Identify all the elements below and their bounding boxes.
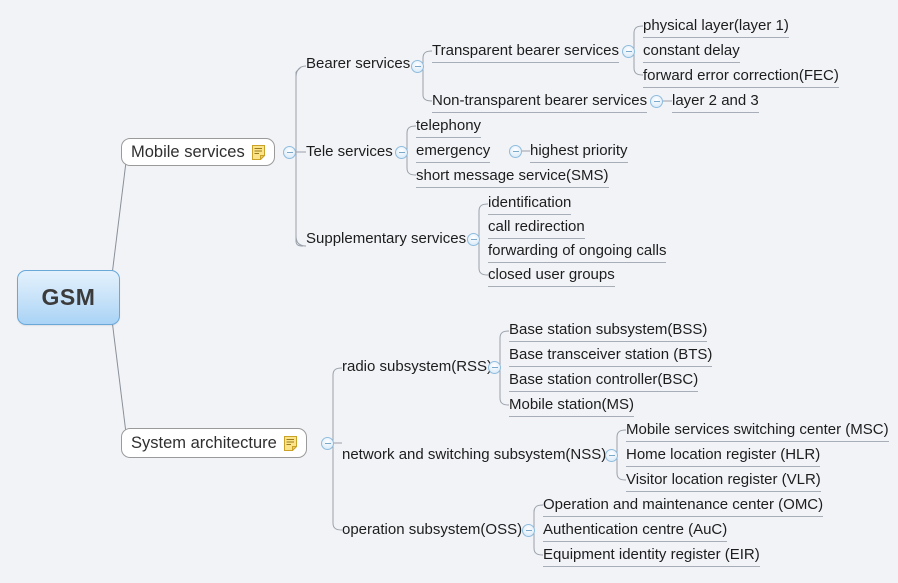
node-label: call redirection — [488, 218, 585, 235]
node-label: Base station subsystem(BSS) — [509, 321, 708, 338]
node-transparent-bearer-services[interactable]: Transparent bearer services — [432, 42, 620, 63]
connector-root-to-system-architecture — [111, 319, 127, 434]
node-label: Transparent bearer services — [432, 42, 620, 59]
node-constant-delay[interactable]: constant delay — [643, 43, 740, 63]
node-identification[interactable]: identification — [488, 194, 572, 215]
node-label: Authentication centre (AuC) — [543, 521, 728, 538]
note-icon — [283, 435, 297, 451]
node-bearer-services[interactable]: Bearer services — [306, 56, 410, 75]
node-operation-and-maintenance-center[interactable]: Operation and maintenance center (OMC) — [543, 496, 824, 517]
node-label: forwarding of ongoing calls — [488, 242, 667, 259]
node-physical-layer[interactable]: physical layer(layer 1) — [643, 18, 789, 38]
node-non-transparent-bearer-services[interactable]: Non-transparent bearer services — [432, 92, 648, 113]
toggle-network-switching-subsystem[interactable] — [605, 449, 618, 462]
toggle-supplementary-services[interactable] — [467, 233, 480, 246]
node-label: Home location register (HLR) — [626, 446, 821, 463]
node-label: layer 2 and 3 — [672, 92, 759, 109]
connector-root-to-mobile-services — [111, 161, 127, 276]
connector-spine-rss — [499, 330, 510, 406]
node-label: short message service(SMS) — [416, 167, 609, 184]
node-label: constant delay — [643, 42, 740, 59]
node-operation-subsystem[interactable]: operation subsystem(OSS) — [342, 522, 522, 541]
node-network-switching-subsystem[interactable]: network and switching subsystem(NSS) — [342, 447, 606, 466]
node-label: Supplementary services — [306, 230, 467, 247]
toggle-tele-services[interactable] — [395, 146, 408, 159]
node-label: Base transceiver station (BTS) — [509, 346, 713, 363]
node-home-location-register[interactable]: Home location register (HLR) — [626, 446, 821, 467]
connector-spine-bearer-services — [422, 50, 433, 102]
connector-spine-supplementary — [478, 203, 489, 276]
node-label: Non-transparent bearer services — [432, 92, 648, 109]
node-label: Mobile services switching center (MSC) — [626, 421, 889, 438]
node-closed-user-groups[interactable]: closed user groups — [488, 267, 615, 287]
connector-spine-tele-services — [406, 125, 417, 176]
node-label: radio subsystem(RSS) — [342, 358, 493, 375]
node-tele-services[interactable]: Tele services — [306, 144, 393, 163]
branch-node-system-architecture[interactable]: System architecture — [121, 428, 307, 458]
node-visitor-location-register[interactable]: Visitor location register (VLR) — [626, 472, 821, 492]
node-label: emergency — [416, 142, 491, 159]
toggle-operation-subsystem[interactable] — [522, 524, 535, 537]
node-label: Equipment identity register (EIR) — [543, 546, 760, 563]
node-label: closed user groups — [488, 266, 615, 283]
node-base-transceiver-station[interactable]: Base transceiver station (BTS) — [509, 346, 713, 367]
connector-spine-system-architecture — [332, 367, 343, 531]
toggle-bearer-services[interactable] — [411, 60, 424, 73]
node-mobile-services-switching-center[interactable]: Mobile services switching center (MSC) — [626, 422, 889, 442]
node-emergency[interactable]: emergency — [416, 142, 491, 163]
node-label: network and switching subsystem(NSS) — [342, 446, 607, 463]
node-label: Visitor location register (VLR) — [626, 471, 821, 488]
node-label: identification — [488, 194, 572, 211]
node-layer-2-and-3[interactable]: layer 2 and 3 — [672, 93, 759, 113]
branch-node-mobile-services[interactable]: Mobile services — [121, 138, 275, 166]
connector-spine-nss — [616, 429, 627, 481]
node-label: highest priority — [530, 142, 628, 159]
node-short-message-service[interactable]: short message service(SMS) — [416, 168, 609, 188]
node-highest-priority[interactable]: highest priority — [530, 143, 628, 163]
node-radio-subsystem[interactable]: radio subsystem(RSS) — [342, 359, 492, 378]
node-authentication-centre[interactable]: Authentication centre (AuC) — [543, 521, 728, 542]
node-base-station-controller[interactable]: Base station controller(BSC) — [509, 371, 699, 392]
node-label: forward error correction(FEC) — [643, 67, 839, 84]
toggle-non-transparent-bearer-services[interactable] — [650, 95, 663, 108]
toggle-radio-subsystem[interactable] — [488, 361, 501, 374]
node-label: Mobile station(MS) — [509, 396, 635, 413]
root-node-label: GSM — [41, 284, 96, 310]
note-icon — [251, 144, 265, 160]
node-label: telephony — [416, 117, 482, 134]
node-label: physical layer(layer 1) — [643, 17, 789, 34]
node-forwarding-of-ongoing-calls[interactable]: forwarding of ongoing calls — [488, 242, 667, 263]
root-node-gsm[interactable]: GSM — [17, 270, 120, 325]
node-mobile-station[interactable]: Mobile station(MS) — [509, 396, 635, 417]
toggle-system-architecture[interactable] — [321, 437, 334, 450]
node-telephony[interactable]: telephony — [416, 117, 482, 138]
toggle-transparent-bearer-services[interactable] — [622, 45, 635, 58]
connector-spine-mobile-services — [295, 66, 304, 247]
connector-corner-supplementary — [295, 235, 307, 247]
toggle-mobile-services[interactable] — [283, 146, 296, 159]
node-label: Tele services — [306, 143, 393, 160]
connector-spine-transparent — [633, 25, 644, 76]
node-forward-error-correction[interactable]: forward error correction(FEC) — [643, 68, 839, 88]
toggle-emergency[interactable] — [509, 145, 522, 158]
node-label: operation subsystem(OSS) — [342, 521, 523, 538]
connector-corner-bearer — [295, 65, 307, 78]
node-label: Operation and maintenance center (OMC) — [543, 496, 824, 513]
branch-label-system-architecture: System architecture — [131, 433, 277, 452]
node-call-redirection[interactable]: call redirection — [488, 219, 585, 239]
branch-label-mobile-services: Mobile services — [131, 142, 245, 161]
node-base-station-subsystem[interactable]: Base station subsystem(BSS) — [509, 321, 708, 342]
node-equipment-identity-register[interactable]: Equipment identity register (EIR) — [543, 547, 760, 567]
connector-spine-oss — [533, 504, 544, 556]
node-label: Bearer services — [306, 55, 411, 72]
node-label: Base station controller(BSC) — [509, 371, 699, 388]
node-supplementary-services[interactable]: Supplementary services — [306, 231, 466, 250]
